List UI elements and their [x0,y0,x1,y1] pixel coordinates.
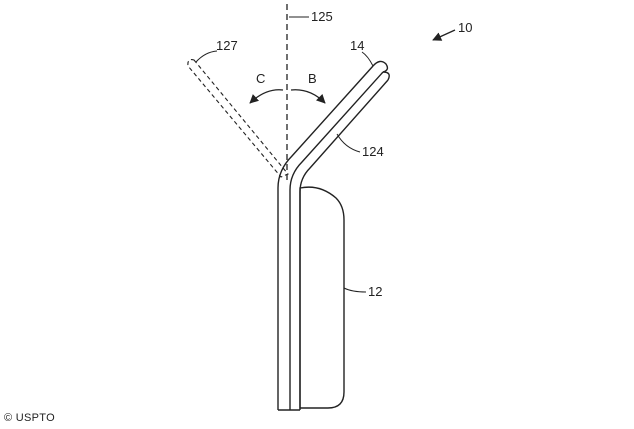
label-dashed-position-ref: 127 [216,38,238,53]
body-outline [299,186,345,409]
leader-12 [343,287,367,293]
panel-top-cap [372,60,390,81]
alternate-position-outline [187,59,289,178]
figure-pointer-arrow [432,29,456,41]
panel-rear-edge [299,79,389,410]
label-direction-b: B [308,71,317,86]
label-body-ref: 12 [368,284,382,299]
label-figure-ref: 10 [458,20,472,35]
label-panel-ref: 14 [350,38,364,53]
arrow-c [249,89,284,104]
panel-inner-edge [289,71,384,410]
arrow-b [290,89,326,104]
leader-124 [336,133,361,153]
label-hinge-ref: 124 [362,144,384,159]
image-credit: © USPTO [4,412,55,424]
panel-outer-edge [277,65,374,410]
label-axis-ref: 125 [311,9,333,24]
label-direction-c: C [256,71,265,86]
leader-14 [361,51,374,67]
leader-127 [195,50,218,63]
